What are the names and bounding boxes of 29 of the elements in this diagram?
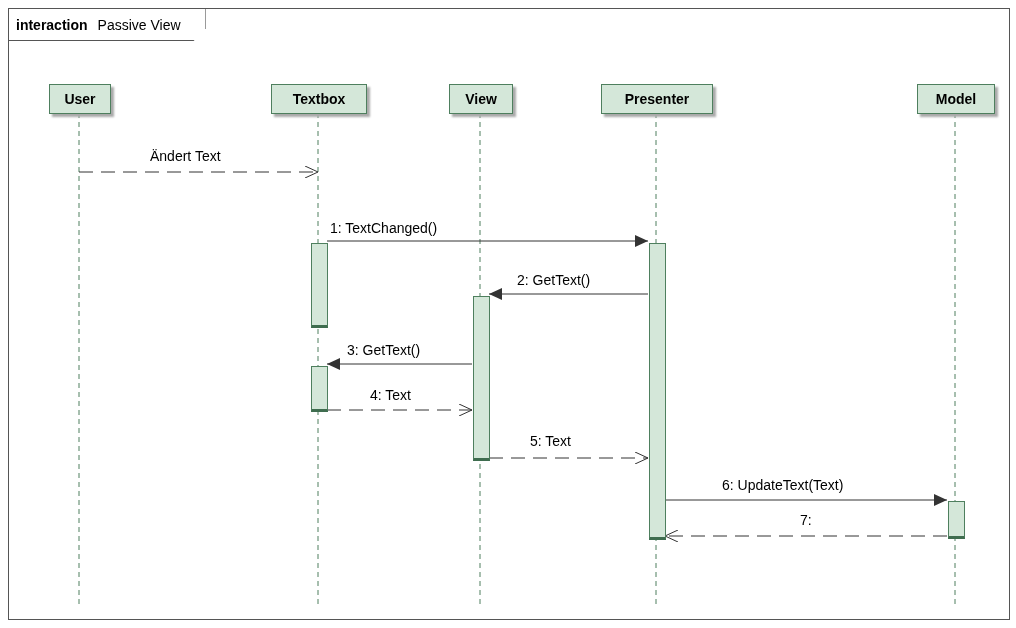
message-arrow bbox=[488, 451, 649, 465]
activation-bar bbox=[649, 243, 666, 540]
message-arrow bbox=[488, 288, 649, 300]
frame-kind: interaction bbox=[16, 16, 88, 33]
message-label: 1: TextChanged() bbox=[330, 220, 438, 236]
activation-bar bbox=[311, 243, 328, 328]
lifeline-head: Presenter bbox=[601, 84, 713, 114]
frame-name: Passive View bbox=[97, 16, 181, 33]
message-arrow bbox=[78, 165, 319, 179]
activation-bar bbox=[473, 296, 490, 461]
message-arrow bbox=[664, 529, 948, 543]
message-label: 3: GetText() bbox=[347, 342, 421, 358]
activation-bar bbox=[311, 366, 328, 412]
lifeline-head: View bbox=[449, 84, 513, 114]
message-arrow bbox=[664, 494, 948, 506]
message-label: 4: Text bbox=[370, 387, 411, 403]
activation-bar bbox=[948, 501, 965, 539]
interaction-frame bbox=[8, 8, 1010, 620]
message-arrow bbox=[326, 358, 473, 370]
message-label: 7: bbox=[800, 512, 812, 528]
message-label: 6: UpdateText(Text) bbox=[722, 477, 844, 493]
lifeline-head: Model bbox=[917, 84, 995, 114]
lifeline-head: Textbox bbox=[271, 84, 367, 114]
message-arrow bbox=[326, 235, 649, 247]
message-arrow bbox=[326, 403, 473, 417]
message-label: Ändert Text bbox=[150, 148, 221, 164]
lifeline-head: User bbox=[49, 84, 111, 114]
message-label: 2: GetText() bbox=[517, 272, 591, 288]
message-label: 5: Text bbox=[530, 433, 571, 449]
